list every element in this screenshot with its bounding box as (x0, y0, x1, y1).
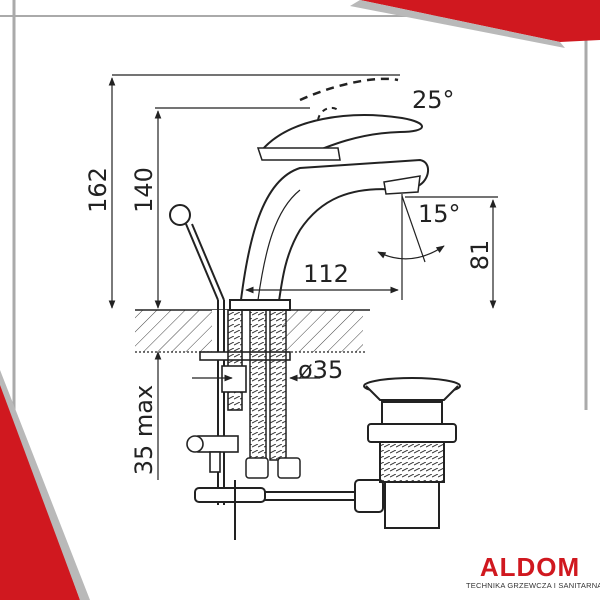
supply-hoses (245, 309, 301, 479)
brand-logo: ALDOM TECHNIKA GRZEWCZA I SANITARNA (466, 552, 600, 590)
brand-name: ALDOM (479, 552, 581, 582)
dim-counter-thickness: 35 max (130, 385, 158, 475)
dim-outlet-height: 81 (466, 240, 494, 271)
corner-accent-top-right (360, 0, 600, 42)
pop-up-rod (169, 204, 225, 505)
dim-height-spout: 140 (130, 167, 158, 213)
dim-hole-diameter: ø35 (298, 356, 343, 384)
dim-spout-angle: 15° (418, 200, 461, 228)
faucet-body (229, 77, 429, 311)
dim-height-total: 162 (84, 167, 112, 213)
dimension-lines (108, 74, 498, 480)
pop-up-drain (363, 377, 461, 529)
brand-tagline: TECHNIKA GRZEWCZA I SANITARNA (466, 581, 600, 590)
dim-spout-reach: 112 (303, 260, 349, 288)
drain-linkage (194, 479, 384, 540)
dim-lever-angle: 25° (412, 86, 455, 114)
